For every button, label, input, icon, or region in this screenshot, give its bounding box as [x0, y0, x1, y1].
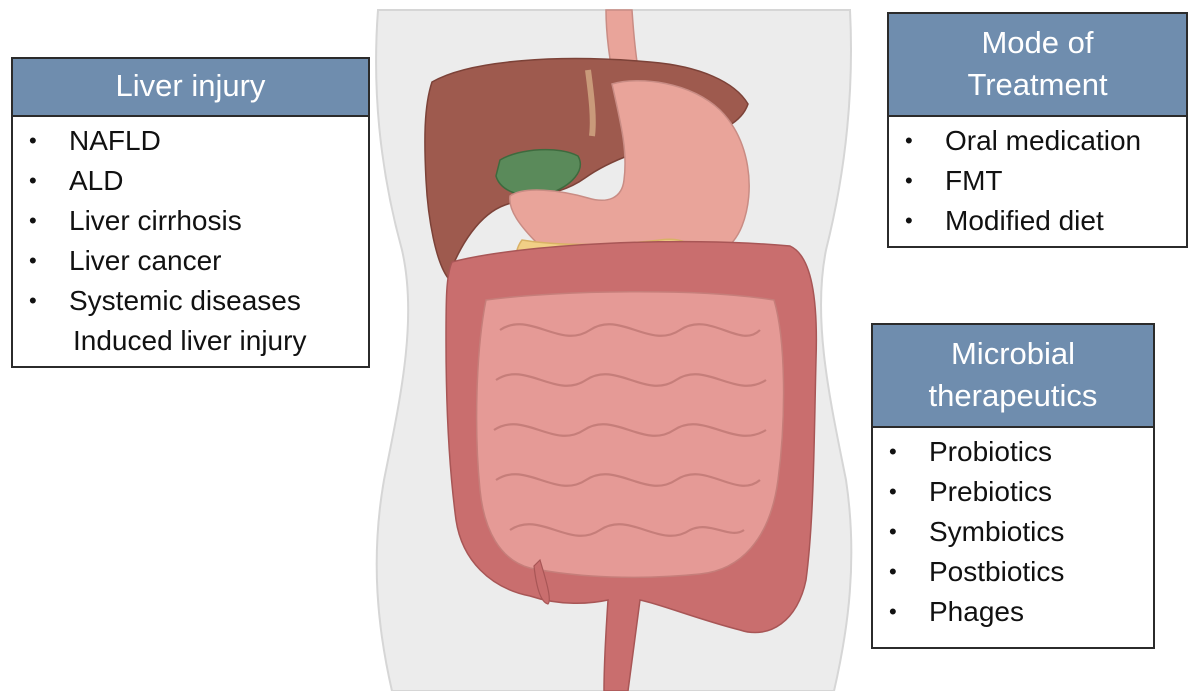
list-item: ALD — [13, 161, 368, 201]
list-item: NAFLD — [13, 121, 368, 161]
mode-of-treatment-list: Oral medication FMT Modified diet — [889, 117, 1186, 241]
microbial-therapeutics-title-line2: therapeutics — [873, 375, 1153, 417]
list-item: Modified diet — [889, 201, 1186, 241]
microbial-therapeutics-title-line1: Microbial — [873, 333, 1153, 375]
list-item: Phages — [873, 592, 1153, 632]
liver-injury-title: Liver injury — [13, 59, 368, 117]
list-item: Systemic diseases — [13, 281, 368, 321]
microbial-therapeutics-title: Microbial therapeutics — [873, 325, 1153, 428]
liver-injury-list: NAFLD ALD Liver cirrhosis Liver cancer S… — [13, 117, 368, 361]
microbial-therapeutics-list: Probiotics Prebiotics Symbiotics Postbio… — [873, 428, 1153, 632]
mode-of-treatment-box: Mode of Treatment Oral medication FMT Mo… — [887, 12, 1188, 248]
liver-injury-box: Liver injury NAFLD ALD Liver cirrhosis L… — [11, 57, 370, 368]
list-item-continuation: Induced liver injury — [13, 321, 368, 361]
mode-of-treatment-title: Mode of Treatment — [889, 14, 1186, 117]
list-item: Postbiotics — [873, 552, 1153, 592]
microbial-therapeutics-box: Microbial therapeutics Probiotics Prebio… — [871, 323, 1155, 649]
liver-injury-title-text: Liver injury — [13, 65, 368, 107]
list-item: Probiotics — [873, 432, 1153, 472]
list-item: Symbiotics — [873, 512, 1153, 552]
list-item: FMT — [889, 161, 1186, 201]
list-item: Liver cancer — [13, 241, 368, 281]
list-item: Liver cirrhosis — [13, 201, 368, 241]
list-item: Prebiotics — [873, 472, 1153, 512]
mode-of-treatment-title-line2: Treatment — [889, 64, 1186, 106]
list-item: Oral medication — [889, 121, 1186, 161]
mode-of-treatment-title-line1: Mode of — [889, 22, 1186, 64]
